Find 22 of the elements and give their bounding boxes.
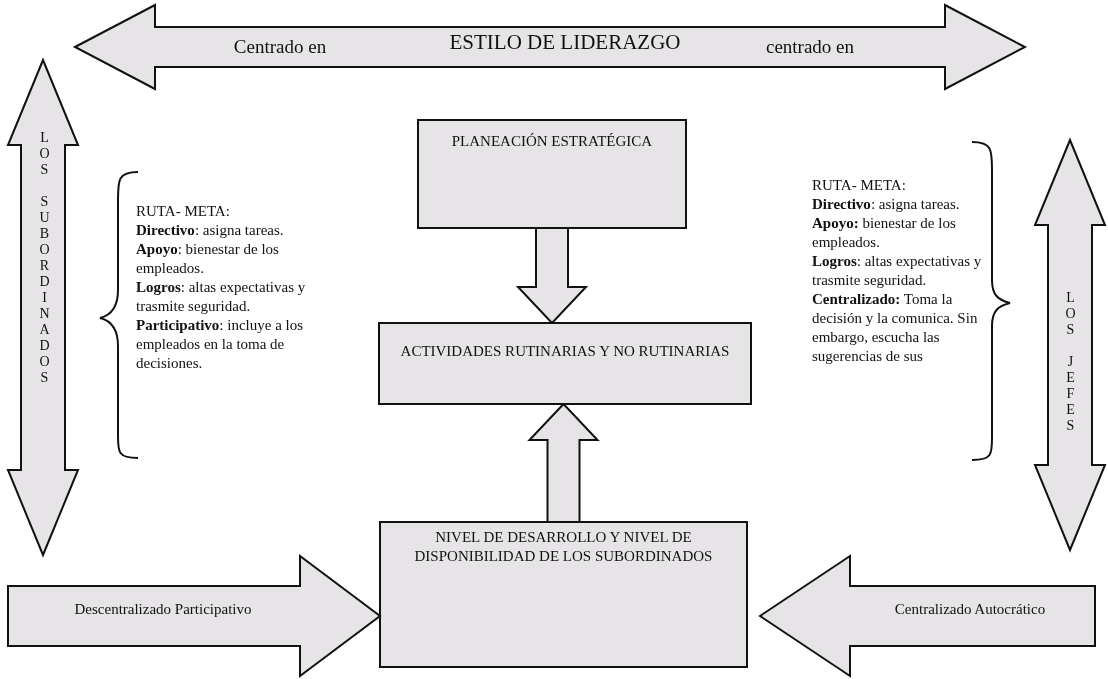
- node-label: ACTIVIDADES RUTINARIAS Y NO RUTINARIAS: [399, 342, 731, 361]
- node-label: PLANEACIÓN ESTRATÉGICA: [450, 132, 654, 151]
- note-text: Centralizado: Toma la decisión y la comunica. Sin embargo, escucha las sugerencias de sus: [812, 290, 979, 366]
- node-label: Centrado en: [232, 37, 328, 56]
- node-label: Centralizado Autocrático: [893, 600, 1047, 619]
- block-arrow: [527, 402, 600, 523]
- note-text: Directivo: asigna tareas.: [136, 221, 285, 240]
- note-text: Participativo: incluye a los empleados en la toma de decisiones.: [136, 316, 305, 373]
- node-label: centrado en: [764, 37, 856, 56]
- vertical-label: LOS SUBORDINADOS: [36, 130, 53, 386]
- note-text: Logros: altas expectativas y trasmite seguridad.: [812, 252, 983, 290]
- note-text: Directivo: asigna tareas.: [812, 195, 961, 214]
- note-text: RUTA- META:: [136, 202, 231, 221]
- block-arrow: [515, 227, 589, 325]
- note-text: RUTA- META:: [812, 176, 907, 195]
- node-label: ESTILO DE LIDERAZGO: [448, 33, 682, 52]
- node-label: NIVEL DE DESARROLLO Y NIVEL DE DISPONIBILIDAD DE LOS SUBORDINADOS: [413, 528, 714, 566]
- note-text: Logros: altas expectativas y trasmite seguridad.: [136, 278, 307, 316]
- note-text: Apoyo: bienestar de los empleados.: [136, 240, 280, 278]
- node-label: Descentralizado Participativo: [73, 600, 253, 619]
- note-text: Apoyo: bienestar de los empleados.: [812, 214, 957, 252]
- vertical-label: LOS JEFES: [1062, 290, 1079, 434]
